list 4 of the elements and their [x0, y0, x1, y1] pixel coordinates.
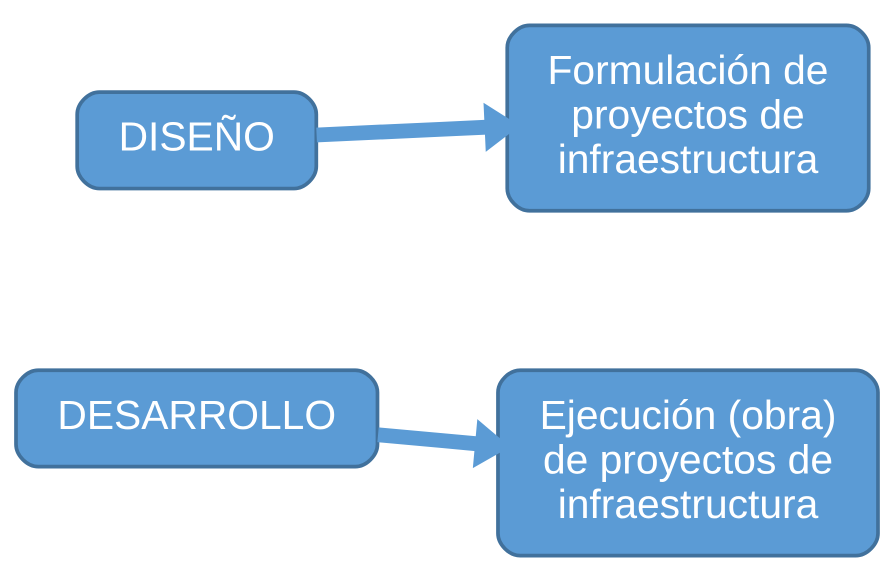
- node-box: Formulación de proyectos de infraestructura: [505, 23, 871, 212]
- node-box: DESARROLLO: [14, 368, 380, 468]
- node-box: DISEÑO: [75, 90, 318, 190]
- node-box: Ejecución (obra) de proyectos de infraestructura: [496, 368, 880, 557]
